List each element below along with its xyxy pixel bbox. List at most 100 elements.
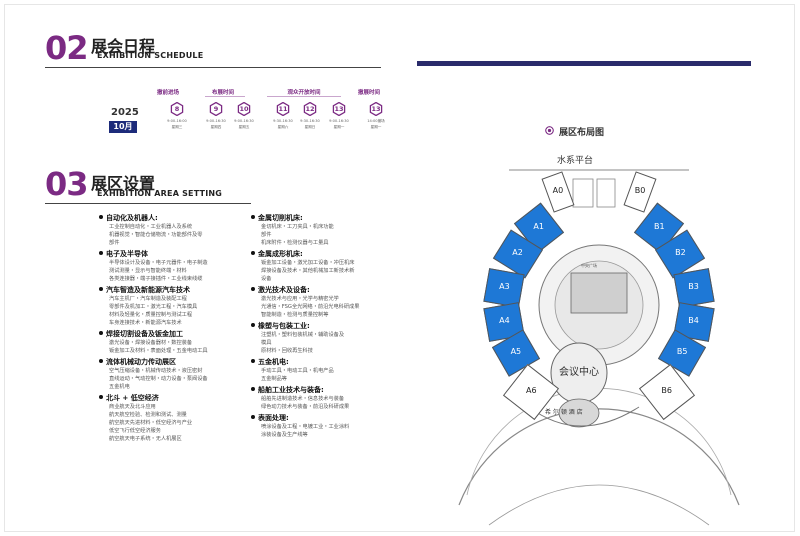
category-item: 注塑机・塑料包装机械・辅助设备及 bbox=[261, 332, 345, 338]
phase-label: 观众开放时间 bbox=[287, 90, 321, 96]
schedule-day-number: 12 bbox=[305, 105, 315, 113]
category-title: 流体机械动力传动展区 bbox=[99, 357, 208, 367]
schedule-day-number: 8 bbox=[174, 105, 180, 113]
schedule-day-badge: 13 bbox=[332, 102, 346, 116]
category-block: 五金机电:手动工具・电动工具・机电产品五金制品等 bbox=[251, 357, 359, 383]
category-item: 汽车主机厂・汽车制造及装配工程 bbox=[109, 296, 187, 302]
category-item: 五金制品等 bbox=[261, 376, 287, 382]
target-icon bbox=[545, 126, 554, 135]
category-item: 手动工具・电动工具・机电产品 bbox=[261, 368, 334, 374]
schedule-day-number: 13 bbox=[371, 105, 381, 113]
category-item: 钣金加工设备・激光加工设备・冲压机床 bbox=[261, 260, 355, 266]
category-block: 表面处理:喷涂设备及工程・电镀工业・工业涂料涂装设备及生产线等 bbox=[251, 413, 359, 439]
category-item: 光通信・FSG全光网络・前沿光电科研成果 bbox=[261, 304, 360, 310]
category-item: 直线运动・气动控制・动力设备・泵阀设备 bbox=[109, 376, 208, 382]
category-item: 金切机床・工刀夹具・机床功能 bbox=[261, 224, 334, 230]
category-block: 金属成形机床:钣金加工设备・激光加工设备・冲压机床焊接设备及技术・其他机械加工新… bbox=[251, 249, 359, 283]
schedule-day-badge: 12 bbox=[303, 102, 317, 116]
category-item: 绿色动力技术与装备・前沿及科研成果 bbox=[261, 404, 350, 410]
bullet-icon bbox=[251, 387, 255, 391]
category-item: 部件 bbox=[109, 240, 120, 246]
category-block: 北斗 + 低空经济商业航天及北斗应用航天航空检验、检测和测试、测量航空航天先进材… bbox=[99, 393, 208, 443]
category-title: 橡塑与包装工业: bbox=[251, 321, 359, 331]
schedule-day-badge: 9 bbox=[209, 102, 223, 116]
category-item: 船舶先进制造技术・信息技术与装备 bbox=[261, 396, 345, 402]
section-divider bbox=[45, 67, 381, 68]
section-number-schedule: 02 bbox=[45, 29, 89, 67]
category-item: 空气压缩设备・机械传动技术・液压密封 bbox=[109, 368, 203, 374]
category-item: 材料及轻量化・质量控制与测试工程 bbox=[109, 312, 193, 318]
hall-label: B4 bbox=[688, 315, 699, 325]
section-title-schedule: 展会日程 bbox=[91, 37, 156, 56]
category-block: 焊接切割设备及钣金加工激光设备・焊接设备器材・数控装备钣金加工及材料・表面处理・… bbox=[99, 329, 208, 355]
bullet-icon bbox=[251, 287, 255, 291]
category-title: 北斗 + 低空经济 bbox=[99, 393, 208, 403]
category-item: 原材料・回收再生科技 bbox=[261, 348, 313, 354]
hall-label: A2 bbox=[512, 248, 523, 258]
brochure-page: 02 展会日程 EXHIBITION SCHEDULE 2025 10月 撤前进… bbox=[4, 4, 795, 532]
schedule-day-weekday: 星期一 bbox=[370, 125, 382, 129]
category-item: 航空航天先进材料・低空经济与产业 bbox=[109, 420, 193, 426]
bullet-icon bbox=[251, 359, 255, 363]
conference-center-label: 会议中心 bbox=[559, 367, 599, 378]
hall-label: B3 bbox=[688, 282, 699, 292]
category-item: 设备 bbox=[261, 276, 272, 282]
hall-label: B0 bbox=[634, 186, 646, 196]
schedule-day-badge: 10 bbox=[237, 102, 251, 116]
category-block: 金属切削机床:金切机床・工刀夹具・机床功能部件机床附件・检测仪器与工量具 bbox=[251, 213, 359, 247]
category-item: 钣金加工及材料・表面处理・五金电动工具 bbox=[109, 348, 208, 354]
schedule-day-number: 10 bbox=[239, 105, 249, 113]
header-bar bbox=[417, 61, 751, 66]
category-item: 智能制造・检测与质量控制等 bbox=[261, 312, 329, 318]
category-block: 自动化及机器人:工业控制自动化・工业机器人及系统机器视觉・智能仓储物流・功能部件… bbox=[99, 213, 208, 247]
schedule-day-weekday: 星期日 bbox=[304, 125, 316, 129]
category-item: 航空航天电子系统・无人机展区 bbox=[109, 436, 182, 442]
center-plaza-label: 中央广场 bbox=[581, 263, 597, 268]
category-item: 部件 bbox=[261, 232, 272, 238]
schedule-day-weekday: 星期五 bbox=[238, 125, 250, 129]
bullet-icon bbox=[251, 215, 255, 219]
bullet-icon bbox=[251, 323, 255, 327]
category-item: 喷涂设备及工程・电镀工业・工业涂料 bbox=[261, 424, 350, 430]
category-title: 自动化及机器人: bbox=[99, 213, 208, 223]
category-item: 车身连接技术・新能源汽车技术 bbox=[109, 320, 182, 326]
hotel-label: 希 尔 顿 酒 店 bbox=[545, 409, 583, 416]
category-item: 航天航空检验、检测和测试、测量 bbox=[109, 412, 187, 418]
water-platform-label: 水系平台 bbox=[557, 156, 594, 166]
phase-label: 布展时间 bbox=[211, 90, 234, 96]
category-title: 电子及半导体 bbox=[99, 249, 208, 259]
bullet-icon bbox=[99, 395, 103, 399]
category-title: 金属切削机床: bbox=[251, 213, 359, 223]
schedule-day-number: 11 bbox=[278, 105, 288, 113]
floor-plan-drawing bbox=[458, 169, 740, 526]
bullet-icon bbox=[251, 251, 255, 255]
hall-label: A4 bbox=[499, 315, 510, 325]
category-title: 船舶工业技术与装备: bbox=[251, 385, 359, 395]
bullet-icon bbox=[251, 415, 255, 419]
category-column-right: 金属切削机床:金切机床・工刀夹具・机床功能部件机床附件・检测仪器与工量具金属成形… bbox=[251, 213, 359, 441]
category-title: 激光技术及设备: bbox=[251, 285, 359, 295]
category-item: 模具 bbox=[261, 340, 272, 346]
section-title-areas: 展区设置 bbox=[91, 174, 156, 193]
schedule-day-weekday: 星期三 bbox=[171, 125, 183, 129]
category-item: 机床附件・检测仪器与工量具 bbox=[261, 240, 329, 246]
section-number-areas: 03 bbox=[45, 165, 89, 203]
category-block: 橡塑与包装工业:注塑机・塑料包装机械・辅助设备及模具原材料・回收再生科技 bbox=[251, 321, 359, 355]
hall-label: B6 bbox=[661, 385, 672, 395]
category-title: 焊接切割设备及钣金加工 bbox=[99, 329, 208, 339]
schedule-day-badge: 13 bbox=[369, 102, 383, 116]
hall-label: A6 bbox=[525, 385, 537, 395]
bullet-icon bbox=[99, 287, 103, 291]
category-title: 汽车智造及新能源汽车技术 bbox=[99, 285, 208, 295]
schedule-day-time: 9:30-16:30 bbox=[300, 119, 320, 123]
category-block: 激光技术及设备:激光技术与应用・光学与精密光学光通信・FSG全光网络・前沿光电科… bbox=[251, 285, 359, 319]
category-item: 零部件及机加工・激光工程・汽车模具 bbox=[109, 304, 198, 310]
schedule-day-time: 9:00-16:00 bbox=[167, 119, 187, 123]
schedule-day-time: 9:00-16:30 bbox=[234, 119, 254, 123]
schedule-month: 10月 bbox=[109, 121, 137, 133]
category-item: 焊接设备及技术・其他机械加工新技术新 bbox=[261, 268, 355, 274]
hall-label: B5 bbox=[676, 347, 688, 356]
bullet-icon bbox=[99, 251, 103, 255]
hall-label: A1 bbox=[533, 221, 544, 231]
schedule-day-weekday: 星期六 bbox=[277, 125, 289, 129]
